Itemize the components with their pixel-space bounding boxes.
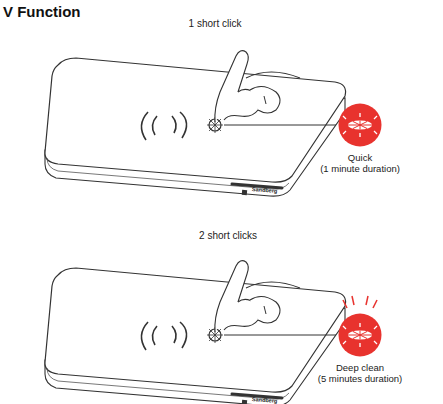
- glow-rays: [343, 296, 377, 308]
- circle-shape: [338, 313, 382, 357]
- title: V Function: [3, 3, 81, 20]
- sanitizer-box-deep: [45, 261, 346, 404]
- sanitizer-box-quick: [45, 51, 346, 196]
- indicator-circle: Quick(1 minute duration): [338, 103, 382, 147]
- instruction-label: 1 short click: [189, 18, 242, 29]
- instruction-label: 2 short clicks: [199, 230, 257, 241]
- mode-name: Deep clean: [336, 362, 384, 373]
- mode-name: Quick: [348, 152, 372, 163]
- mode-duration: (1 minute duration): [320, 163, 400, 174]
- indicator-circle: Deep clean(5 minutes duration): [338, 313, 382, 357]
- circle-shape: [338, 103, 382, 147]
- mode-duration: (5 minutes duration): [318, 373, 402, 384]
